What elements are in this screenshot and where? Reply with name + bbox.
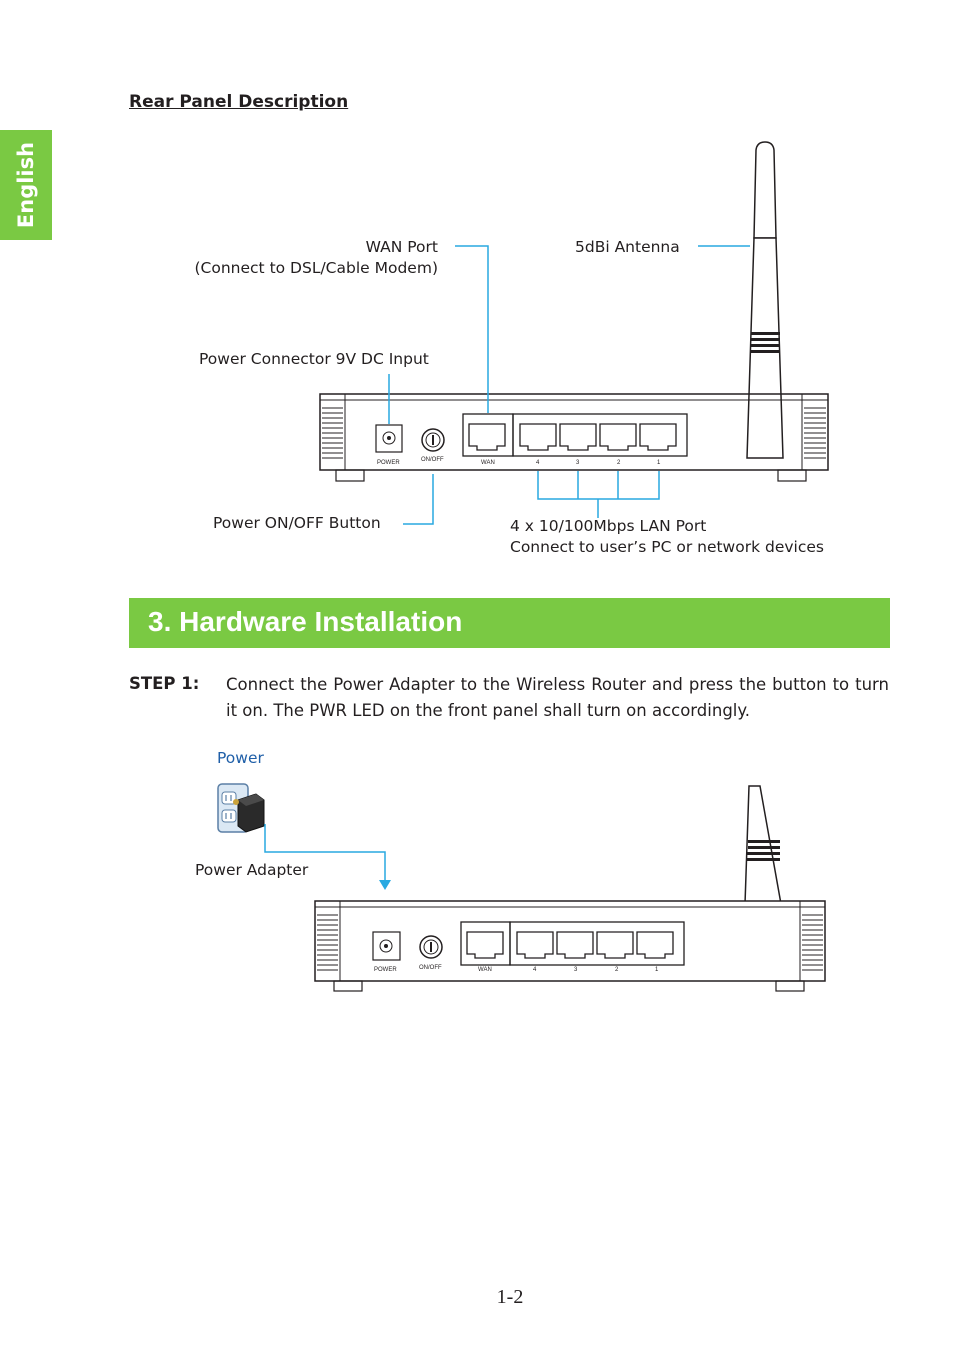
power-button-label: Power ON/OFF Button xyxy=(213,514,381,532)
antenna-illustration-2 xyxy=(744,785,782,905)
panel-label-onoff: ON/OFF xyxy=(421,457,444,463)
callout-lines xyxy=(388,245,750,525)
panel-label-wan-2: WAN xyxy=(478,967,492,973)
panel-label-port1: 1 xyxy=(657,460,661,466)
panel-label-wan: WAN xyxy=(481,460,495,466)
wan-port-desc: (Connect to DSL/Cable Modem) xyxy=(194,259,439,277)
language-tab: English xyxy=(0,130,52,240)
panel-label-power-2: POWER xyxy=(374,967,397,973)
panel-label-power: POWER xyxy=(377,460,400,466)
panel-label-port1-2: 1 xyxy=(655,967,659,973)
wan-port-title: WAN Port xyxy=(365,238,438,256)
antenna-label: 5dBi Antenna xyxy=(575,238,680,256)
panel-label-port4: 4 xyxy=(536,460,540,466)
section-heading-rear-panel: Rear Panel Description xyxy=(129,92,349,112)
power-outlet-label: Power xyxy=(217,749,264,767)
lan-port-title: 4 x 10/100Mbps LAN Port xyxy=(510,517,707,535)
antenna-illustration xyxy=(746,141,784,459)
router-body: POWER ON/OFF WAN 4 3 2 1 xyxy=(319,393,829,482)
power-button-callout-line xyxy=(403,474,434,525)
step1-text: Connect the Power Adapter to the Wireles… xyxy=(226,675,889,720)
lan-port-desc: Connect to user’s PC or network devices xyxy=(510,538,824,556)
installation-diagram: POWER ON/OFF WAN 4 3 2 1 xyxy=(217,783,826,992)
wan-port-label: WAN Port (Connect to DSL/Cable Modem) xyxy=(150,237,439,279)
panel-label-port2-2: 2 xyxy=(615,967,619,973)
rear-panel-diagram: POWER ON/OFF WAN 4 3 2 1 xyxy=(319,141,829,525)
panel-label-onoff-2: ON/OFF xyxy=(419,965,442,971)
panel-label-port2: 2 xyxy=(617,460,621,466)
power-connector-label: Power Connector 9V DC Input xyxy=(199,350,429,368)
power-adapter-icon xyxy=(233,793,265,833)
panel-label-port3-2: 3 xyxy=(574,967,578,973)
adapter-callout-arrow xyxy=(264,824,391,890)
panel-label-port3: 3 xyxy=(576,460,580,466)
hardware-installation-header: 3. Hardware Installation xyxy=(129,598,890,648)
panel-label-port4-2: 4 xyxy=(533,967,537,973)
lan-callout-bracket xyxy=(537,471,660,500)
router-body-2: POWER ON/OFF WAN 4 3 2 1 xyxy=(314,900,826,992)
step1-label: STEP 1: xyxy=(129,674,200,693)
hardware-installation-title: 3. Hardware Installation xyxy=(148,606,463,637)
lan-port-label: 4 x 10/100Mbps LAN Port Connect to user’… xyxy=(510,516,824,558)
power-adapter-label: Power Adapter xyxy=(195,861,309,879)
page-number: 1-2 xyxy=(496,1286,524,1308)
wan-callout-line xyxy=(455,245,489,413)
